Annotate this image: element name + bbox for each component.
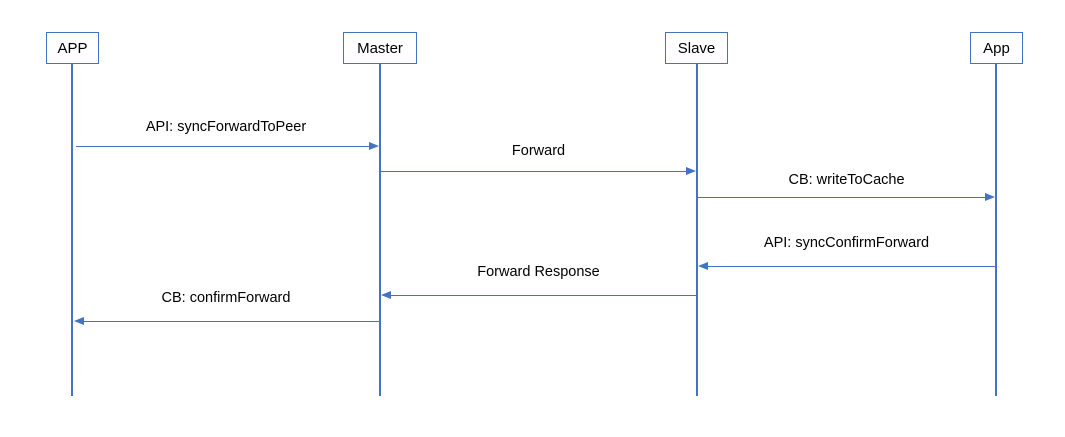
message-line-confirm-forward [83,321,379,322]
arrowhead-right-icon [686,167,696,176]
actor-box-slave: Slave [665,32,728,64]
message-label-write-to-cache: CB: writeToCache [788,172,905,188]
actor-box-master: Master [343,32,417,64]
lifeline-master [379,64,381,396]
message-line-sync-confirm-forward [707,266,995,267]
lifeline-slave [696,64,698,396]
actor-label-app-peer: App [983,39,1010,57]
lifeline-app-peer [995,64,997,396]
arrowhead-right-icon [985,193,995,202]
message-label-forward-response: Forward Response [477,264,600,280]
arrowhead-left-icon [698,262,708,271]
message-label-forward: Forward [511,143,566,159]
message-line-sync-forward-to-peer [76,146,370,147]
message-line-write-to-cache [698,197,986,198]
message-line-forward-response [390,295,696,296]
message-label-sync-forward-to-peer: API: syncForwardToPeer [145,119,307,135]
arrowhead-left-icon [74,317,84,326]
actor-label-slave: Slave [677,39,716,57]
arrowhead-right-icon [369,142,379,151]
actor-box-app-peer: App [970,32,1023,64]
lifeline-app-caller [71,64,73,396]
actor-label-master: Master [357,39,403,57]
message-label-confirm-forward: CB: confirmForward [161,290,291,306]
actor-box-app-caller: APP [46,32,99,64]
actor-label-app-caller: APP [57,39,88,57]
arrowhead-left-icon [381,291,391,300]
message-line-forward [381,171,687,172]
message-label-sync-confirm-forward: API: syncConfirmForward [763,235,930,251]
